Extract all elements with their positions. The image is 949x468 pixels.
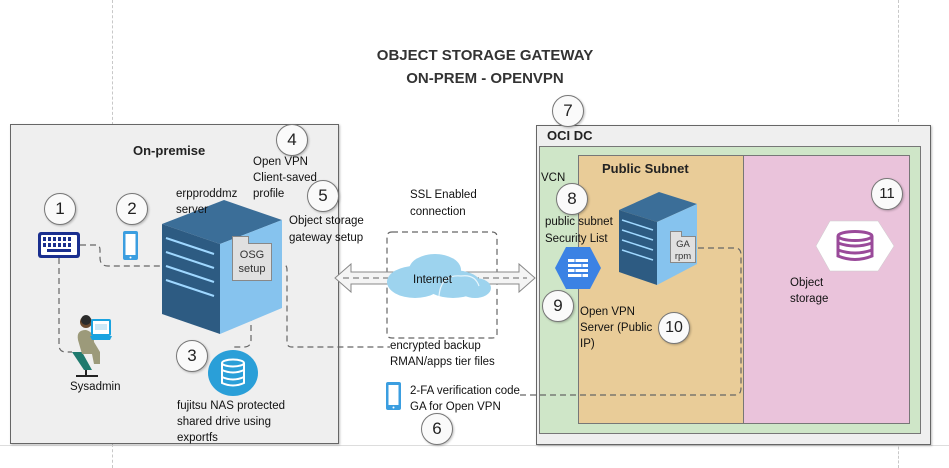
vpn-server-label-line1: Open VPN bbox=[580, 306, 635, 318]
server-label-line2: server bbox=[176, 204, 208, 216]
ga-box-line1: GA bbox=[676, 239, 690, 250]
on-premise-header: On-premise bbox=[133, 143, 206, 158]
step-marker-9: 9 bbox=[542, 290, 574, 322]
step-marker-11: 11 bbox=[871, 178, 903, 210]
nas-label-line2: shared drive using bbox=[177, 416, 271, 428]
step-marker-8: 8 bbox=[556, 183, 588, 215]
vcn-label: VCN bbox=[541, 172, 566, 184]
object-storage-icon bbox=[815, 220, 895, 272]
osg-to-nas-line bbox=[232, 285, 252, 348]
guide-line-bottom bbox=[0, 445, 949, 446]
osg-gateway-setup-line2: gateway setup bbox=[289, 232, 364, 244]
step-marker-5: 5 bbox=[307, 180, 339, 212]
object-storage-zone bbox=[743, 155, 910, 424]
sysadmin-label: Sysadmin bbox=[70, 381, 121, 393]
ga-box-line2: rpm bbox=[674, 251, 692, 262]
twofa-label-line1: 2-FA verification code bbox=[410, 385, 520, 397]
vpn-server-label-line3: IP) bbox=[580, 338, 595, 350]
ga-rpm-box: GA rpm bbox=[670, 236, 696, 263]
authenticator-phone-icon bbox=[386, 382, 401, 410]
ssl-connection-box bbox=[386, 231, 498, 339]
step-marker-1: 1 bbox=[44, 193, 76, 225]
osg-to-backup-line bbox=[266, 264, 390, 348]
twofa-to-ga-line bbox=[520, 247, 742, 396]
security-list-label-line2: Security List bbox=[545, 233, 608, 245]
backup-label-line1: encrypted backup bbox=[390, 340, 481, 352]
sysadmin-icon bbox=[72, 315, 112, 377]
ssl-label-line1: SSL Enabled bbox=[410, 189, 477, 201]
osg-setup-line1: OSG bbox=[239, 249, 265, 261]
diagram-title-line2: ON-PREM - OPENVPN bbox=[406, 70, 564, 87]
step-marker-3: 3 bbox=[176, 340, 208, 372]
step-marker-7: 7 bbox=[552, 95, 584, 127]
osg-setup-line2: setup bbox=[238, 263, 266, 275]
public-subnet-header: Public Subnet bbox=[602, 161, 689, 176]
oci-dc-header: OCI DC bbox=[547, 128, 593, 143]
twofa-label-line2: GA for Open VPN bbox=[410, 401, 501, 413]
guide-line-left-bottom bbox=[112, 444, 113, 468]
osg-setup-box: OSG setup bbox=[232, 243, 272, 281]
nas-label-line3: exportfs bbox=[177, 432, 218, 444]
step-marker-2: 2 bbox=[116, 193, 148, 225]
server-label-line1: erpproddmz bbox=[176, 188, 238, 200]
step-marker-4: 4 bbox=[276, 124, 308, 156]
vpn-server-label-line2: Server (Public bbox=[580, 322, 653, 334]
guide-line-right bbox=[898, 0, 899, 122]
openvpn-profile-line1: Open VPN bbox=[253, 156, 308, 168]
mobile-phone-icon bbox=[123, 231, 138, 260]
step-marker-6: 6 bbox=[421, 413, 453, 445]
osg-setup-tab bbox=[232, 236, 249, 244]
keyboard-to-server-line bbox=[80, 244, 165, 267]
step-marker-10: 10 bbox=[658, 312, 690, 344]
ga-rpm-tab bbox=[670, 231, 682, 237]
nas-label-line1: fujitsu NAS protected bbox=[177, 400, 286, 412]
guide-line-right-bottom bbox=[898, 442, 899, 468]
diagram-title-line1: OBJECT STORAGE GATEWAY bbox=[376, 47, 594, 64]
firewall-security-list-icon bbox=[555, 247, 601, 289]
keyboard-to-sysadmin-line bbox=[58, 258, 72, 353]
internet-label: Internet bbox=[413, 274, 452, 286]
internet-cloud-icon bbox=[387, 254, 491, 298]
security-list-label-line1: public subnet bbox=[545, 216, 613, 228]
keyboard-icon bbox=[38, 232, 80, 258]
object-storage-label-line1: Object bbox=[790, 277, 824, 289]
nas-database-icon bbox=[208, 350, 258, 396]
openvpn-profile-line3: profile bbox=[253, 188, 285, 200]
ssl-label-line2: connection bbox=[410, 206, 466, 218]
osg-gateway-setup-line1: Object storage bbox=[289, 215, 364, 227]
backup-label-line2: RMAN/apps tier files bbox=[390, 356, 495, 368]
openvpn-profile-line2: Client-saved bbox=[253, 172, 317, 184]
object-storage-label-line2: storage bbox=[790, 293, 829, 305]
guide-line-left bbox=[112, 0, 113, 125]
